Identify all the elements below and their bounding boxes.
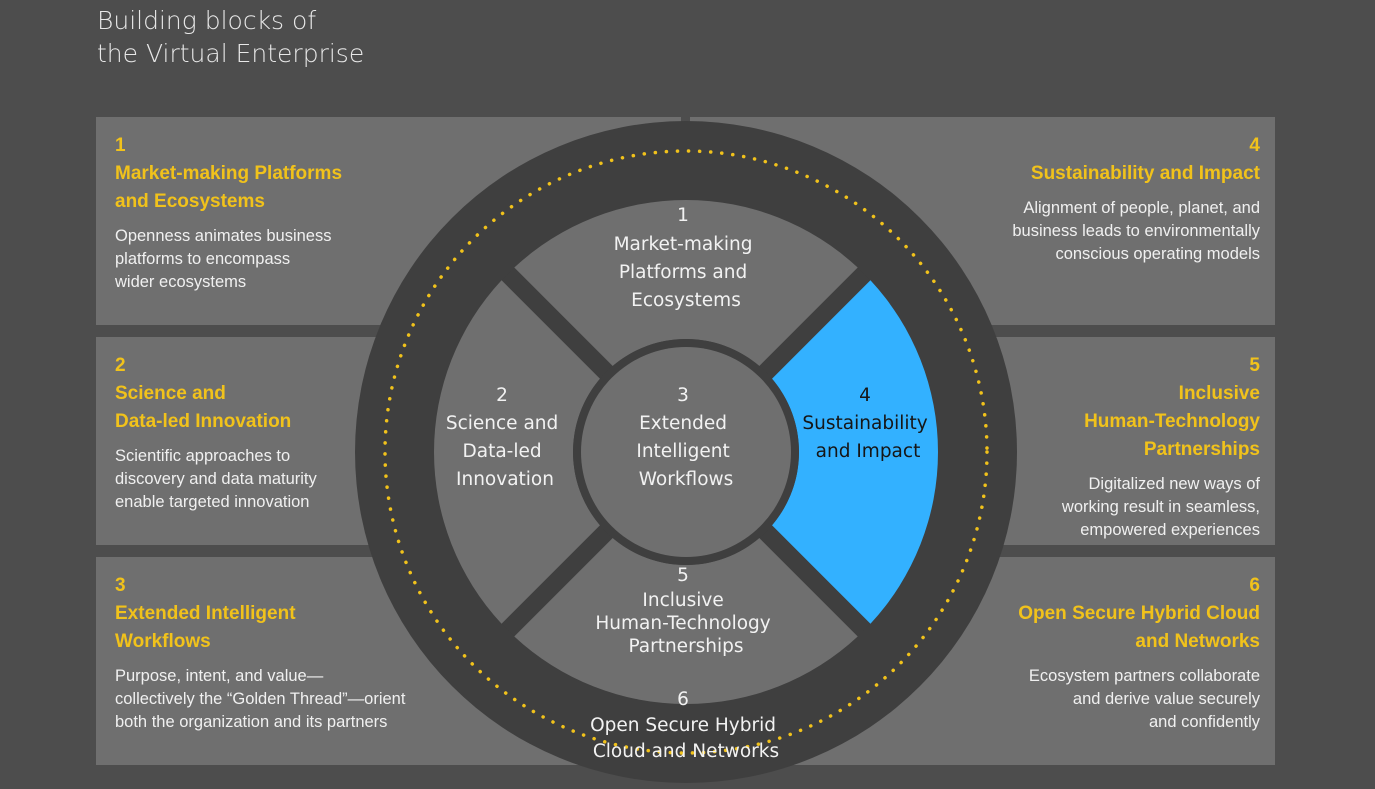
wheel-label-2: 2 Science and Data-led Innovation xyxy=(446,385,564,490)
card-description: Purpose, intent, and value— collectively… xyxy=(115,667,406,731)
card-description: Scientific approaches to discovery and d… xyxy=(115,447,317,511)
card-number: 2 xyxy=(115,355,126,376)
wheel-label-line: Market-making xyxy=(614,234,753,255)
page-title: Building blocks of the Virtual Enterpris… xyxy=(97,6,365,68)
wheel-segment-2 xyxy=(434,280,600,624)
wheel-label-line: and Impact xyxy=(816,441,921,462)
wheel-label-4: 4 Sustainability and Impact xyxy=(802,385,933,462)
wheel-label-3: 3 Extended Intelligent Workflows xyxy=(636,385,735,490)
wheel-label-1: 1 Market-making Platforms and Ecosystems xyxy=(614,205,759,311)
wheel-label-6: 6 Open Secure Hybrid Cloud and Networks xyxy=(590,689,782,762)
wheel-label-line: Innovation xyxy=(456,469,554,490)
card-number: 5 xyxy=(1249,355,1260,376)
wheel-label-line: Workflows xyxy=(639,469,734,490)
wheel-label-line: Extended xyxy=(639,413,727,434)
wheel-label-number: 2 xyxy=(496,385,508,406)
wheel-segment-1 xyxy=(514,200,858,366)
card-number: 6 xyxy=(1249,575,1260,596)
wheel-label-line: Intelligent xyxy=(636,441,729,462)
wheel-label-line: Inclusive xyxy=(642,590,723,611)
wheel-label-line: Open Secure Hybrid xyxy=(590,715,776,736)
wheel-label-line: Cloud and Networks xyxy=(593,741,779,762)
wheel-segment-3 xyxy=(581,347,791,557)
dotted-orbit xyxy=(383,149,989,755)
wheel-label-line: Sustainability xyxy=(802,413,927,434)
wheel-label-number: 1 xyxy=(677,205,689,226)
card-number: 4 xyxy=(1249,135,1260,156)
card-heading: Open Secure Hybrid Cloud and Networks xyxy=(1018,603,1260,652)
card-heading: Inclusive Human-Technology Partnerships xyxy=(1084,383,1260,460)
card-number: 1 xyxy=(115,135,126,156)
wheel-label-line: Data-led xyxy=(462,441,541,462)
card-heading: Sustainability and Impact xyxy=(1030,163,1260,184)
card-heading: Market-making Platforms and Ecosystems xyxy=(115,163,343,212)
wheel-label-number: 4 xyxy=(859,385,871,406)
wheel-segment-4 xyxy=(772,280,938,624)
wheel-label-line: Platforms and xyxy=(619,262,747,283)
card-number: 3 xyxy=(115,575,126,596)
card-description: Openness animates business platforms to … xyxy=(115,227,332,291)
wheel-label-number: 3 xyxy=(677,385,689,406)
card-description: Ecosystem partners collaborate and deriv… xyxy=(1028,667,1260,731)
wheel-label-number: 6 xyxy=(677,689,689,710)
wheel-label-5: 5 Inclusive Human-Technology Partnership… xyxy=(595,565,776,657)
wheel-label-line: Human-Technology xyxy=(595,613,770,634)
wheel-label-line: Ecosystems xyxy=(631,290,741,311)
wheel-segment-5 xyxy=(514,538,858,704)
card-heading: Science and Data-led Innovation xyxy=(115,383,292,432)
card-heading: Extended Intelligent Workflows xyxy=(115,603,296,652)
card-description: Digitalized new ways of working result i… xyxy=(1061,475,1260,539)
wheel-label-line: Science and xyxy=(446,413,558,434)
wheel-label-number: 5 xyxy=(677,565,689,586)
card-description: Alignment of people, planet, and busines… xyxy=(1012,199,1260,263)
wheel-label-line: Partnerships xyxy=(628,636,743,657)
